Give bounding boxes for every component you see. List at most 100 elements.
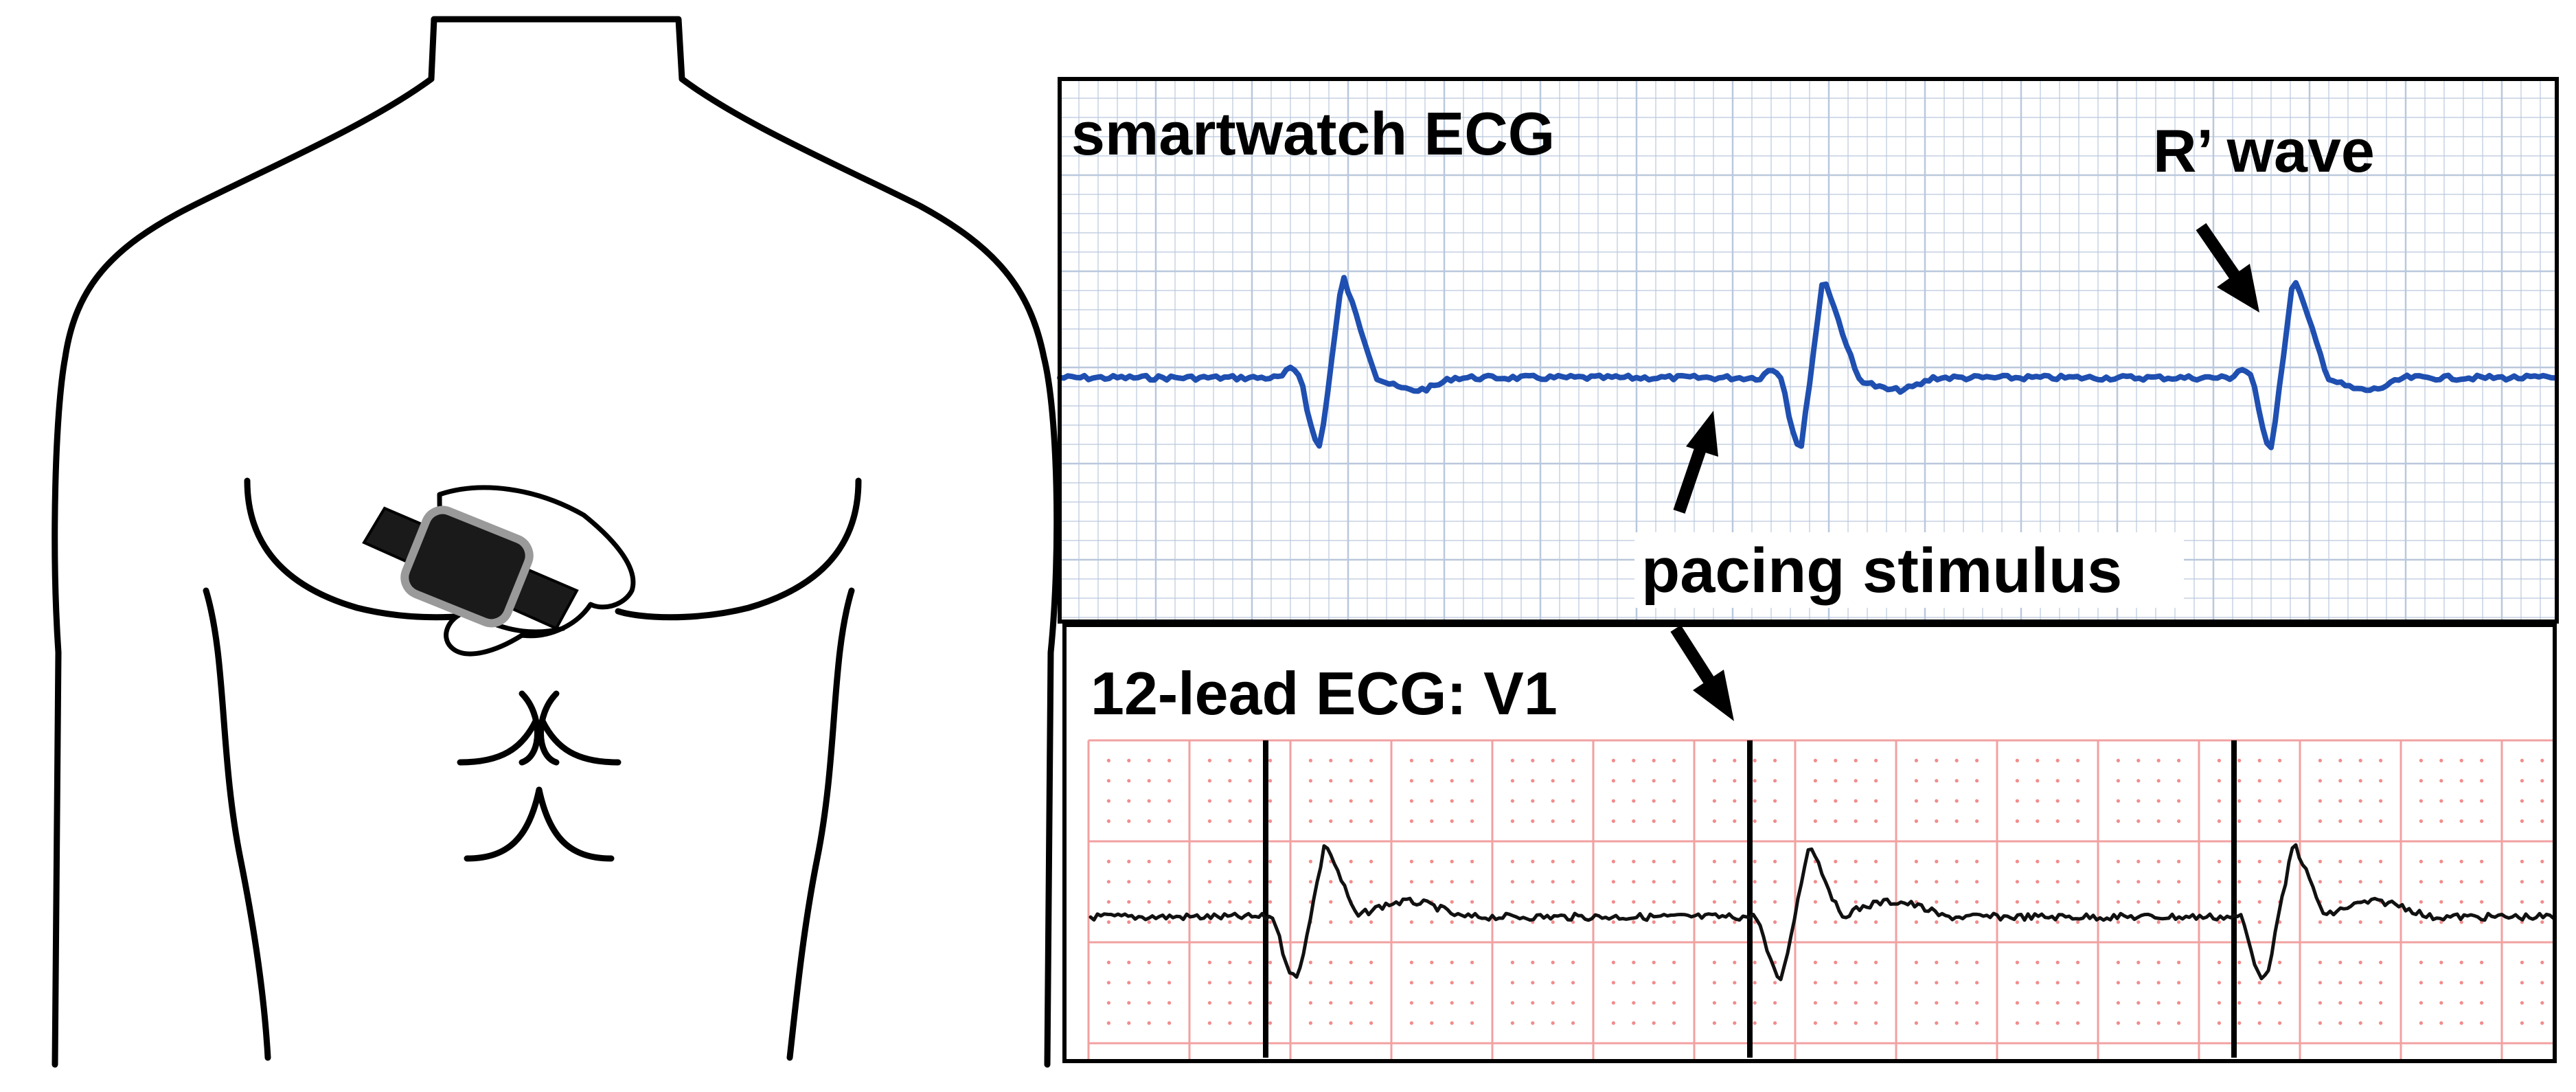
grid-dot (2278, 859, 2282, 863)
grid-dot (1571, 900, 1575, 904)
grid-dot (2076, 819, 2080, 823)
grid-dot (1672, 900, 1676, 904)
grid-dot (1248, 900, 1252, 904)
grid-dot (2055, 880, 2060, 884)
grid-dot (1935, 799, 1939, 803)
grid-dot (1106, 960, 1110, 964)
grid-dot (1753, 960, 1757, 964)
grid-dot (2419, 859, 2423, 863)
grid-dot (2217, 900, 2221, 904)
grid-dot (1874, 859, 1878, 863)
grid-dot (1127, 799, 1131, 803)
grid-dot (1914, 1001, 1918, 1005)
grid-dot (1409, 859, 1413, 863)
grid-dot (1733, 859, 1737, 863)
grid-dot (1329, 900, 1333, 904)
grid-dot (1672, 779, 1676, 783)
grid-dot (1510, 920, 1514, 924)
grid-dot (2338, 1021, 2343, 1025)
grid-dot (1652, 880, 1656, 884)
grid-dot (2136, 900, 2141, 904)
grid-dot (2116, 859, 2120, 863)
grid-dot (1632, 859, 1636, 863)
grid-dot (1672, 960, 1676, 964)
grid-dot (2419, 981, 2423, 985)
grid-dot (2076, 779, 2080, 783)
grid-dot (2459, 1001, 2463, 1005)
grid-dot (1308, 981, 1312, 985)
grid-dot (1551, 758, 1555, 762)
grid-dot (1975, 819, 1979, 823)
twelve-lead-ecg-trace (1088, 843, 2555, 981)
grid-dot (1652, 799, 1656, 803)
grid-dot (2136, 1021, 2141, 1025)
grid-dot (2015, 1021, 2019, 1025)
grid-dot (2257, 900, 2261, 904)
grid-dot (1308, 819, 1312, 823)
grid-dot (2076, 859, 2080, 863)
grid-dot (1228, 981, 1232, 985)
grid-dot (1308, 1001, 1312, 1005)
grid-dot (1834, 859, 1838, 863)
grid-dot (1874, 880, 1878, 884)
grid-dot (2055, 981, 2060, 985)
grid-dot (1551, 859, 1555, 863)
grid-dot (2217, 880, 2221, 884)
grid-dot (2540, 960, 2544, 964)
grid-dot (1228, 920, 1232, 924)
grid-dot (1551, 1021, 1555, 1025)
grid-dot (1733, 900, 1737, 904)
twelve-lead-grid (1087, 739, 2555, 1061)
grid-dot (1874, 819, 1878, 823)
grid-dot (2036, 920, 2040, 924)
grid-dot (1571, 981, 1575, 985)
grid-dot (2419, 819, 2423, 823)
grid-dot (1611, 920, 1615, 924)
grid-dot (1753, 779, 1757, 783)
grid-dot (1874, 758, 1878, 762)
grid-dot (1268, 758, 1273, 762)
grid-dot (1652, 981, 1656, 985)
grid-dot (1167, 960, 1172, 964)
grid-dot (1106, 779, 1110, 783)
grid-dot (1632, 758, 1636, 762)
grid-dot (1167, 758, 1172, 762)
grid-dot (1834, 819, 1838, 823)
grid-dot (1369, 799, 1374, 803)
grid-dot (2480, 819, 2484, 823)
grid-dot (1308, 880, 1312, 884)
grid-dot (2237, 1001, 2242, 1005)
grid-dot (2015, 859, 2019, 863)
grid-dot (1510, 880, 1514, 884)
grid-dot (1753, 819, 1757, 823)
grid-dot (1632, 1001, 1636, 1005)
grid-dot (1450, 1021, 1454, 1025)
grid-dot (2318, 960, 2322, 964)
grid-dot (1773, 1001, 1777, 1005)
grid-dot (1349, 799, 1353, 803)
grid-dot (1914, 981, 1918, 985)
grid-dot (1975, 880, 1979, 884)
grid-dot (1106, 1001, 1110, 1005)
grid-dot (1753, 1021, 1757, 1025)
annotations: R’ wave pacing stimulus (1634, 117, 2375, 721)
grid-dot (1975, 1021, 1979, 1025)
grid-dot (1773, 900, 1777, 904)
grid-dot (2136, 960, 2141, 964)
grid-dot (1450, 1001, 1454, 1005)
grid-dot (2480, 799, 2484, 803)
grid-dot (1753, 1001, 1757, 1005)
grid-dot (1147, 799, 1151, 803)
grid-dot (1874, 799, 1878, 803)
grid-dot (2439, 900, 2443, 904)
grid-dot (1712, 920, 1716, 924)
grid-dot (1954, 981, 1959, 985)
grid-dot (2036, 981, 2040, 985)
grid-dot (1248, 799, 1252, 803)
grid-dot (1167, 880, 1172, 884)
grid-dot (2459, 1021, 2463, 1025)
grid-dot (1611, 779, 1615, 783)
grid-dot (2076, 981, 2080, 985)
grid-dot (1652, 779, 1656, 783)
grid-dot (2116, 758, 2120, 762)
